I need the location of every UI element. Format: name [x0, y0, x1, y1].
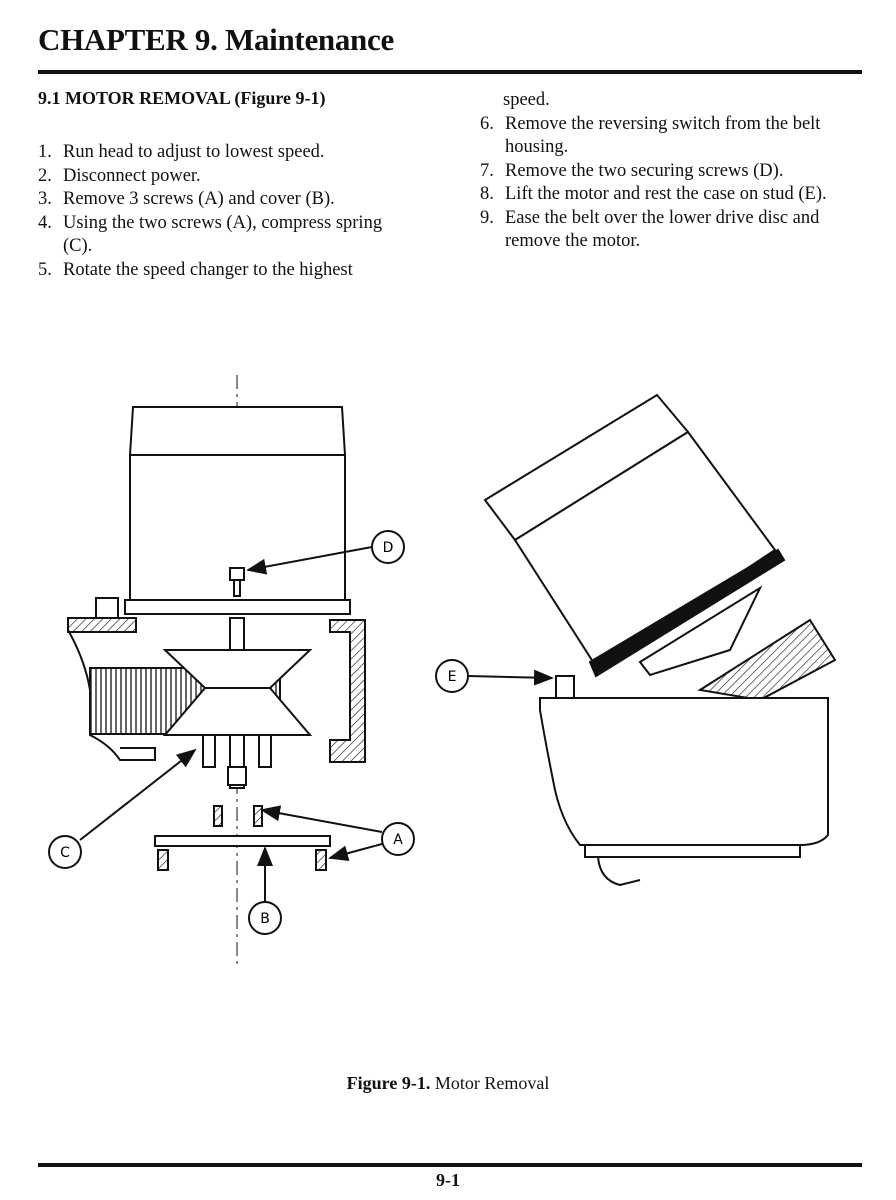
list-item: 6. Remove the reversing switch from the b… [480, 113, 845, 160]
list-item: 4. Using the two screws (A), compress spr… [38, 212, 413, 259]
steps-column-left: 1. Run head to adjust to lowest speed. 2.… [38, 141, 438, 282]
step-number: 5. [38, 259, 52, 280]
steps-column-right: speed. 6. Remove the reversing switch fro… [480, 89, 860, 254]
step-text: Lift the motor and rest the case on stud… [505, 184, 827, 204]
label-a: A [393, 832, 403, 848]
step-text: Remove 3 screws (A) and cover (B). [63, 189, 335, 209]
step-text: Remove the reversing switch from the bel… [505, 113, 821, 158]
callout-c: C [48, 835, 82, 869]
list-item: 2. Disconnect power. [38, 165, 438, 189]
step-number: 2. [38, 165, 52, 186]
label-b: B [260, 911, 270, 927]
step-number: 3. [38, 189, 52, 209]
step-number: 8. [480, 184, 494, 204]
list-item: 3. Remove 3 screws (A) and cover (B). [38, 188, 438, 212]
page-number: 9-1 [436, 1170, 460, 1190]
step-text: Using the two screws (A), compress sprin… [63, 212, 383, 257]
motor-tilted-view [467, 393, 837, 887]
step-text: Disconnect power. [63, 165, 201, 186]
list-item: 9. Ease the belt over the lower drive dis… [480, 207, 850, 254]
header-rule [38, 70, 862, 74]
list-item: 7. Remove the two securing screws (D). [480, 160, 860, 184]
footer-rule [38, 1163, 862, 1167]
step-text: Ease the belt over the lower drive disc … [505, 207, 820, 252]
caption-number: Figure 9-1. [346, 1073, 431, 1093]
list-item: 5. Rotate the speed changer to the highes… [38, 259, 438, 283]
step-text: Remove the two securing screws (D). [505, 160, 784, 181]
list-item: 8. Lift the motor and rest the case on st… [480, 183, 860, 207]
label-c: C [60, 845, 70, 861]
label-e: E [448, 669, 457, 685]
step-text: Run head to adjust to lowest speed. [63, 142, 325, 162]
step-number: 4. [38, 212, 52, 233]
chapter-title: CHAPTER 9. Maintenance [38, 22, 394, 57]
step-number: 9. [480, 207, 494, 228]
callout-a: A [381, 822, 415, 856]
step-continuation: speed. [503, 90, 550, 110]
callout-e: E [435, 659, 469, 693]
motor-front-view [67, 375, 383, 965]
section-heading: 9.1 MOTOR REMOVAL (Figure 9-1) [38, 88, 326, 108]
callout-d: D [371, 530, 405, 564]
figure-caption: Figure 9-1. Motor Removal [0, 1073, 896, 1094]
label-d: D [383, 540, 394, 556]
step-text: Rotate the speed changer to the highest [63, 259, 353, 280]
caption-text: Motor Removal [434, 1073, 550, 1093]
step-number: 1. [38, 142, 52, 162]
step-number: 7. [480, 160, 494, 181]
step-number: 6. [480, 113, 494, 134]
callout-b: B [248, 901, 282, 935]
list-item: 1. Run head to adjust to lowest speed. [38, 141, 438, 165]
